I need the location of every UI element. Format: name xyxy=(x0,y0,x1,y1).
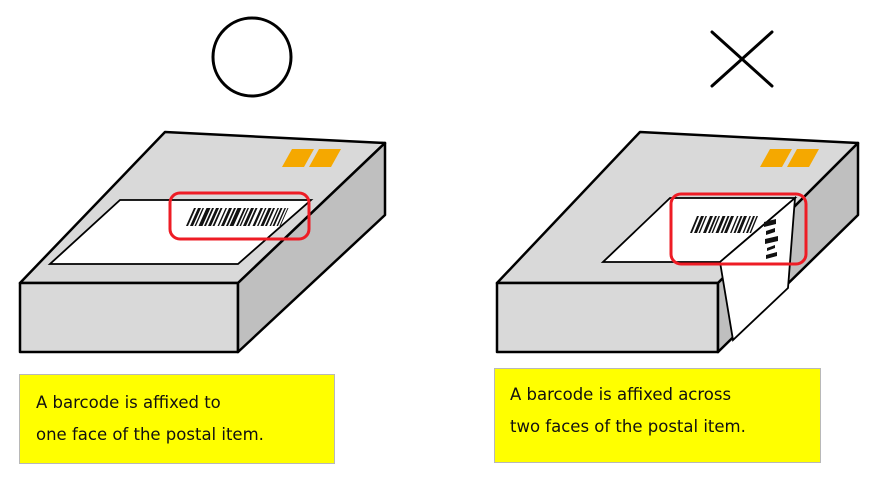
barcode-bar xyxy=(226,208,236,226)
barcode-bar xyxy=(272,208,283,226)
box-front-face xyxy=(18,281,240,354)
cross-icon xyxy=(710,30,774,88)
barcode-bar xyxy=(217,208,227,226)
stamp xyxy=(282,149,314,167)
barcode-bar xyxy=(212,208,223,226)
barcode-bar xyxy=(186,208,196,226)
address-label-folded xyxy=(719,195,797,342)
barcode-bar xyxy=(276,208,286,226)
highlight-frame xyxy=(168,191,311,241)
barcode-bar xyxy=(198,208,211,226)
barcode-bar xyxy=(208,208,219,226)
barcode-bar xyxy=(715,216,726,233)
caption-line: A barcode is affixed to xyxy=(36,393,221,412)
barcode-bar xyxy=(724,216,734,233)
barcode-bar xyxy=(765,236,778,244)
circle-icon xyxy=(211,16,293,98)
caption-line: A barcode is affixed across xyxy=(510,385,732,404)
address-label xyxy=(47,199,314,265)
panel-correct xyxy=(18,16,387,354)
barcode-bar xyxy=(694,216,704,233)
barcode-bar xyxy=(279,208,289,226)
barcode-bar xyxy=(269,208,279,226)
caption-line: two faces of the postal item. xyxy=(510,417,746,436)
barcode-bar xyxy=(764,219,776,227)
postage-stamps xyxy=(282,149,341,167)
box-side-face xyxy=(236,141,387,354)
barcode-bar xyxy=(767,245,775,251)
caption-line: one face of the postal item. xyxy=(36,425,264,444)
barcode-bar xyxy=(703,216,713,233)
panel-incorrect xyxy=(495,30,860,354)
barcode-bar xyxy=(742,216,751,233)
barcode xyxy=(690,216,758,233)
barcode-bar xyxy=(708,216,717,233)
postage-stamps xyxy=(760,149,819,167)
barcode-folded-part xyxy=(764,219,778,259)
barcode-bar xyxy=(733,216,743,233)
barcode-bar xyxy=(720,216,730,233)
barcode-bar xyxy=(239,208,249,226)
box-front-face xyxy=(495,281,720,354)
caption-incorrect: A barcode is affixed across two faces of… xyxy=(494,368,821,463)
barcode-bar xyxy=(766,228,775,235)
barcode-bar xyxy=(221,208,232,226)
barcode-bar xyxy=(746,216,755,233)
barcode-bar xyxy=(190,208,201,226)
barcode-bar xyxy=(247,208,258,226)
barcode-bar xyxy=(243,208,254,226)
barcode-bar xyxy=(690,216,699,233)
barcode-bar xyxy=(260,208,272,226)
stamp xyxy=(309,149,341,167)
barcode-bar xyxy=(257,208,267,226)
barcode-bar xyxy=(236,208,246,226)
barcode-bar xyxy=(194,208,204,226)
barcode-bar xyxy=(766,252,777,259)
barcode-bar xyxy=(749,216,758,233)
highlight-frame xyxy=(669,192,808,266)
stamp xyxy=(760,149,792,167)
barcode-bar xyxy=(229,208,242,226)
barcode-bar xyxy=(698,216,707,233)
barcode xyxy=(186,208,289,226)
barcode-bar xyxy=(730,216,739,233)
barcode-bar xyxy=(204,208,214,226)
caption-correct: A barcode is affixed to one face of the … xyxy=(19,374,335,464)
barcode-bar xyxy=(252,208,263,226)
barcode-bar xyxy=(737,216,747,233)
barcode-bar xyxy=(711,216,720,233)
barcode-bar xyxy=(265,208,275,226)
stamp xyxy=(787,149,819,167)
